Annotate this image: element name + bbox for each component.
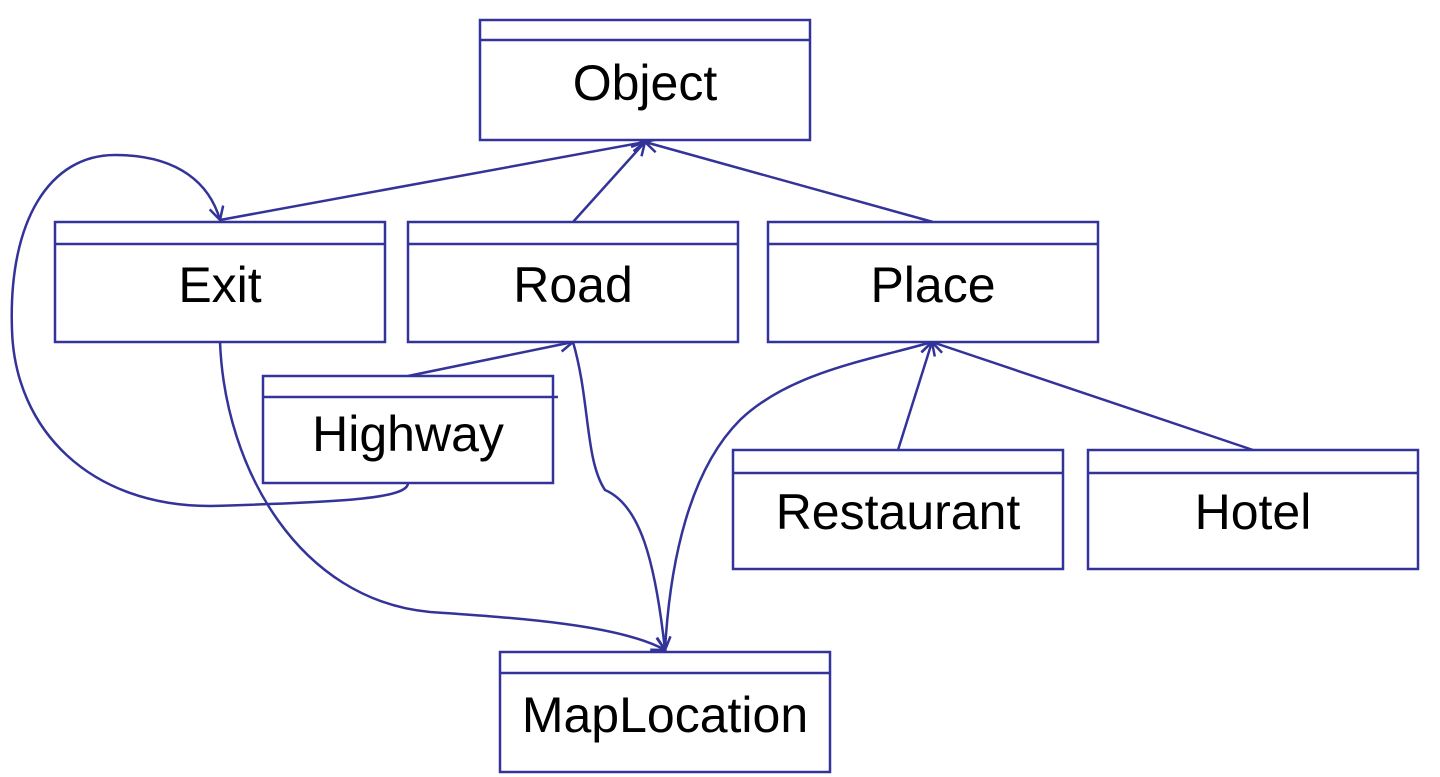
class-highway: Highway <box>261 374 558 485</box>
edge-hotel-to-place <box>932 342 1254 452</box>
class-exit: Exit <box>53 220 387 344</box>
class-object: Object <box>478 18 812 142</box>
class-highway-label: Highway <box>312 406 504 462</box>
class-maplocation-label: MapLocation <box>522 687 808 743</box>
class-hotel: Hotel <box>1086 448 1420 571</box>
class-place: Place <box>766 220 1100 344</box>
class-place-label: Place <box>870 257 995 313</box>
class-exit-label: Exit <box>178 257 261 313</box>
class-road: Road <box>406 220 740 344</box>
class-restaurant: Restaurant <box>731 448 1065 571</box>
class-object-label: Object <box>573 55 718 111</box>
class-restaurant-label: Restaurant <box>776 484 1021 540</box>
edge-exit-to-object <box>219 142 645 222</box>
edge-road-to-maplocation <box>571 341 665 650</box>
edge-highway-to-road <box>407 342 573 378</box>
class-maplocation: MapLocation <box>498 650 832 774</box>
edge-maplocation-to-place <box>663 342 932 651</box>
class-hotel-label: Hotel <box>1195 484 1312 540</box>
edge-place-to-object <box>645 142 934 224</box>
edge-highway-to-exit <box>10 153 410 508</box>
edges <box>10 142 1254 651</box>
edge-restaurant-to-place <box>896 342 932 451</box>
edge-road-to-object <box>572 142 645 223</box>
edge-exit-to-maplocation <box>218 341 665 650</box>
class-road-label: Road <box>513 257 633 313</box>
